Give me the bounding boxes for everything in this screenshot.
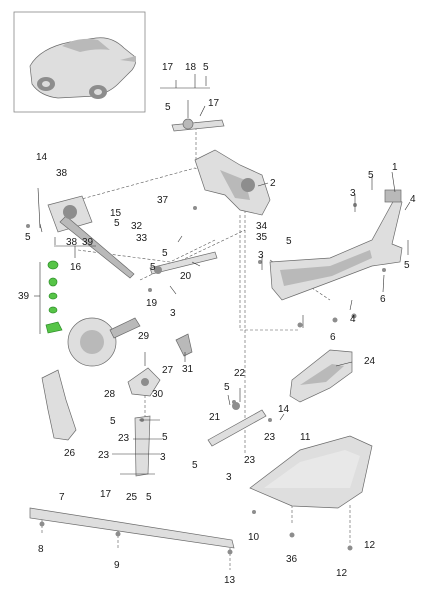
callout-12: 12 <box>336 568 348 579</box>
lead-lines <box>39 74 411 455</box>
callout-25: 25 <box>126 492 138 503</box>
callout-19: 19 <box>146 298 158 309</box>
callout-23: 23 <box>98 450 110 461</box>
callout-17: 17 <box>208 98 220 109</box>
callout-5: 5 <box>165 102 171 113</box>
callout-22: 22 <box>234 368 246 379</box>
air-duct-right <box>289 349 353 403</box>
callout-31: 31 <box>182 364 194 375</box>
callout-39: 39 <box>18 291 30 302</box>
callout-6: 6 <box>330 332 336 343</box>
car-thumbnail <box>13 11 146 113</box>
wheel-carrier <box>194 149 271 216</box>
toe-link <box>149 251 218 275</box>
underbody-panel <box>249 435 373 509</box>
group-brackets <box>34 245 96 334</box>
callout-5: 5 <box>368 170 374 181</box>
callout-17: 17 <box>100 489 112 500</box>
callout-16: 16 <box>70 262 82 273</box>
callout-24: 24 <box>364 356 376 367</box>
air-duct-left <box>41 369 77 441</box>
callout-3: 3 <box>226 472 232 483</box>
callout-11: 11 <box>300 432 311 443</box>
callout-32: 32 <box>131 221 143 232</box>
stiffener-bar <box>29 507 235 549</box>
callout-5: 5 <box>25 232 31 243</box>
callout-5: 5 <box>162 432 168 443</box>
callout-26: 26 <box>64 448 76 459</box>
callout-5: 5 <box>150 262 156 273</box>
callout-39: 39 <box>82 237 94 248</box>
callout-labels: 1 2 3 3 3 3 3 4 4 5 5 5 5 5 5 5 5 5 5 5 … <box>18 62 416 586</box>
callout-38: 38 <box>56 168 68 179</box>
callout-1: 1 <box>392 162 398 173</box>
callout-4: 4 <box>350 314 356 325</box>
callout-5: 5 <box>224 382 230 393</box>
callout-30: 30 <box>152 389 164 400</box>
callout-13: 13 <box>224 575 236 586</box>
callout-9: 9 <box>114 560 120 571</box>
callout-14: 14 <box>36 152 48 163</box>
callout-5: 5 <box>404 260 410 271</box>
callout-14: 14 <box>278 404 290 415</box>
callout-28: 28 <box>104 389 116 400</box>
trailing-arm <box>207 402 267 447</box>
callout-17: 17 <box>162 62 174 73</box>
callout-21: 21 <box>209 412 221 423</box>
callout-10: 10 <box>248 532 260 543</box>
callout-5: 5 <box>146 492 152 503</box>
upper-link <box>160 87 225 132</box>
callout-8: 8 <box>38 544 44 555</box>
callout-5: 5 <box>192 460 198 471</box>
callout-6: 6 <box>380 294 386 305</box>
bracket <box>127 367 161 397</box>
wheel-hub <box>67 317 141 367</box>
callout-20: 20 <box>180 271 192 282</box>
callout-12: 12 <box>364 540 376 551</box>
callout-5: 5 <box>203 62 209 73</box>
callout-3: 3 <box>170 308 176 319</box>
callout-29: 29 <box>138 331 150 342</box>
callout-3: 3 <box>160 452 166 463</box>
callout-36: 36 <box>286 554 298 565</box>
lower-control-arm <box>120 415 155 477</box>
callout-27: 27 <box>162 365 174 376</box>
callout-23: 23 <box>244 455 256 466</box>
sensor <box>175 333 193 357</box>
callout-23: 23 <box>118 433 130 444</box>
callout-2: 2 <box>270 178 276 189</box>
seal-set <box>45 260 63 334</box>
subframe <box>269 189 403 301</box>
callout-5: 5 <box>286 236 292 247</box>
callout-34: 34 <box>256 221 268 232</box>
callout-18: 18 <box>185 62 197 73</box>
callout-33: 33 <box>136 233 148 244</box>
callout-5: 5 <box>110 416 116 427</box>
callout-37: 37 <box>157 195 169 206</box>
callout-7: 7 <box>59 492 65 503</box>
callout-23: 23 <box>264 432 276 443</box>
callout-38: 38 <box>66 237 78 248</box>
callout-3: 3 <box>258 250 264 261</box>
callout-15: 15 <box>110 208 122 219</box>
damper-assembly <box>37 187 135 279</box>
callout-4: 4 <box>410 194 416 205</box>
callout-35: 35 <box>256 232 268 243</box>
callout-3: 3 <box>350 188 356 199</box>
callout-5: 5 <box>162 248 168 259</box>
callout-5: 5 <box>114 218 120 229</box>
